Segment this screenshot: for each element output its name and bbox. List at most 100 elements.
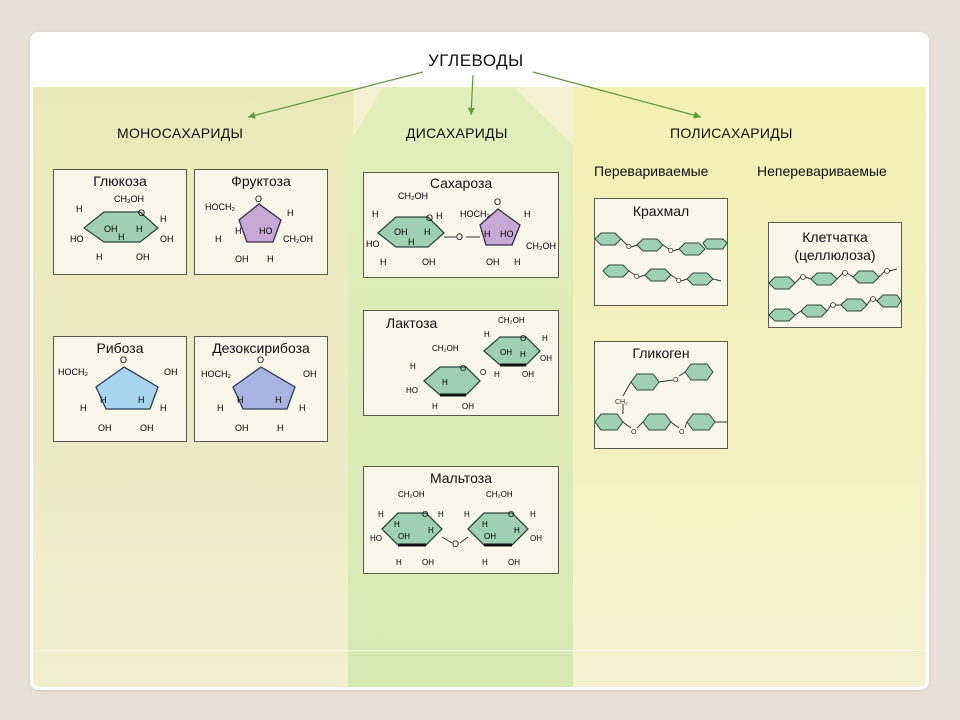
svg-text:H: H xyxy=(436,211,443,221)
svg-text:CH₂OH: CH₂OH xyxy=(398,191,428,201)
svg-text:CH₂OH: CH₂OH xyxy=(398,490,425,499)
category-mono: МОНОСАХАРИДЫ xyxy=(117,125,244,141)
card-title: Рибоза xyxy=(96,340,144,356)
svg-text:H: H xyxy=(277,423,284,433)
svg-text:H: H xyxy=(464,510,470,519)
svg-text:O: O xyxy=(673,377,679,384)
svg-text:OH: OH xyxy=(530,534,542,543)
svg-text:H: H xyxy=(482,558,488,567)
glycogen-chain: O O O CH₂ xyxy=(595,363,727,436)
svg-text:OH: OH xyxy=(484,532,496,541)
card-title-line1: Клетчатка xyxy=(802,229,868,245)
deoxyribose-structure: O HOCH₂ OH H H H H OH H xyxy=(201,355,317,433)
poly-digestible-label: Перевариваемые xyxy=(594,163,709,179)
svg-text:CH₂OH: CH₂OH xyxy=(486,490,513,499)
svg-text:O: O xyxy=(634,274,640,281)
hierarchy-arrows xyxy=(247,71,702,119)
svg-text:HO: HO xyxy=(259,226,273,236)
card-title: Глюкоза xyxy=(93,173,147,189)
svg-text:O: O xyxy=(494,197,501,207)
svg-text:CH₂OH: CH₂OH xyxy=(498,316,525,325)
svg-text:H: H xyxy=(438,510,444,519)
poly-indigestible-label: Неперевариваемые xyxy=(757,163,887,179)
svg-text:O: O xyxy=(626,244,632,251)
svg-text:CH₂OH: CH₂OH xyxy=(432,344,459,353)
svg-text:H: H xyxy=(424,227,431,237)
svg-text:OH: OH xyxy=(164,367,178,377)
svg-text:H: H xyxy=(410,362,416,371)
footer-rule xyxy=(37,650,922,651)
lactose-ring-1 xyxy=(423,366,481,396)
svg-text:H: H xyxy=(275,395,282,405)
svg-text:OH: OH xyxy=(394,227,408,237)
svg-text:H: H xyxy=(80,403,87,413)
svg-text:O: O xyxy=(679,429,685,436)
card-ribose: Рибоза O HOCH₂ OH H H H H OH OH xyxy=(53,336,187,442)
svg-text:OH: OH xyxy=(522,370,534,379)
card-deoxyribose: Дезоксирибоза O HOCH₂ OH H H H H OH H xyxy=(194,336,328,442)
svg-text:OH: OH xyxy=(303,369,317,379)
svg-text:H: H xyxy=(380,257,387,267)
slide: УГЛЕВОДЫ МОНОСАХАРИДЫ ДИСАХАРИДЫ ПОЛИСАХ… xyxy=(33,35,926,687)
svg-text:HO: HO xyxy=(366,239,380,249)
card-maltose: Мальтоза O CH₂OH CH₂OH O O H HO H OH H H… xyxy=(363,466,559,574)
svg-text:H: H xyxy=(100,395,107,405)
svg-text:O: O xyxy=(120,355,127,365)
svg-text:CH₂OH: CH₂OH xyxy=(526,241,556,251)
svg-text:OH: OH xyxy=(398,532,410,541)
deoxyribose-ring xyxy=(232,366,296,410)
card-fructose: Фруктоза O HOCH₂ H H H HO CH₂OH OH H xyxy=(194,169,328,275)
svg-text:H: H xyxy=(408,237,415,247)
svg-text:H: H xyxy=(217,403,224,413)
svg-text:OH: OH xyxy=(462,402,474,411)
svg-text:H: H xyxy=(394,520,400,529)
svg-text:HO: HO xyxy=(500,229,514,239)
svg-text:HO: HO xyxy=(370,534,382,543)
svg-text:OH: OH xyxy=(540,354,552,363)
svg-text:H: H xyxy=(514,257,521,267)
card-title: Фруктоза xyxy=(231,173,291,189)
svg-text:O: O xyxy=(631,429,637,436)
card-lactose: Лактоза CH₂OH CH₂OH O O O H HO H H OH H … xyxy=(363,310,559,416)
svg-text:OH: OH xyxy=(140,423,154,433)
svg-text:O: O xyxy=(422,510,428,519)
svg-text:H: H xyxy=(118,232,125,242)
svg-text:OH: OH xyxy=(235,423,249,433)
svg-text:H: H xyxy=(494,370,500,379)
svg-text:OH: OH xyxy=(486,257,500,267)
svg-text:HOCH₂: HOCH₂ xyxy=(205,202,235,212)
card-title: Гликоген xyxy=(632,345,690,361)
svg-text:O: O xyxy=(668,248,674,255)
svg-text:H: H xyxy=(215,234,222,244)
svg-text:H: H xyxy=(432,402,438,411)
svg-text:O: O xyxy=(480,368,486,377)
svg-text:H: H xyxy=(160,214,167,224)
glucose-structure: CH₂OH O H HO OH H H H OH H OH xyxy=(70,194,174,262)
category-di: ДИСАХАРИДЫ xyxy=(406,125,508,141)
ribose-structure: O HOCH₂ OH H H H H OH OH xyxy=(58,355,178,433)
card-title: Крахмал xyxy=(632,203,690,219)
svg-text:O: O xyxy=(508,510,514,519)
card-title: Клетчатка (целлюлоза) xyxy=(769,228,901,264)
ribose-ring xyxy=(95,366,159,410)
arrow-to-poly xyxy=(532,71,702,119)
lactose-ring-2 xyxy=(483,336,541,366)
svg-text:HOCH₂: HOCH₂ xyxy=(58,367,88,377)
svg-text:H: H xyxy=(136,224,143,234)
sucrose-structure: O CH₂OH O H HO OH H H H H OH O HOCH₂ H H… xyxy=(366,191,556,267)
svg-text:O: O xyxy=(452,539,459,549)
card-title: Сахароза xyxy=(429,175,493,191)
svg-text:H: H xyxy=(138,395,145,405)
arrow-to-mono xyxy=(247,71,424,119)
svg-text:OH: OH xyxy=(136,252,150,262)
lactose-structure: CH₂OH CH₂OH O O O H HO H H OH H OH H H O… xyxy=(406,316,552,411)
svg-text:OH: OH xyxy=(508,558,520,567)
svg-text:HO: HO xyxy=(70,234,84,244)
svg-text:O: O xyxy=(257,355,264,365)
diagram-title: УГЛЕВОДЫ xyxy=(428,51,524,70)
card-glucose: Глюкоза CH₂OH O H HO OH H H H OH H OH xyxy=(53,169,187,275)
card-glycogen: Гликоген O O O CH₂ xyxy=(594,341,728,449)
fructose-structure: O HOCH₂ H H H HO CH₂OH OH H xyxy=(205,194,313,264)
svg-text:H: H xyxy=(428,526,434,535)
svg-text:H: H xyxy=(484,229,491,239)
